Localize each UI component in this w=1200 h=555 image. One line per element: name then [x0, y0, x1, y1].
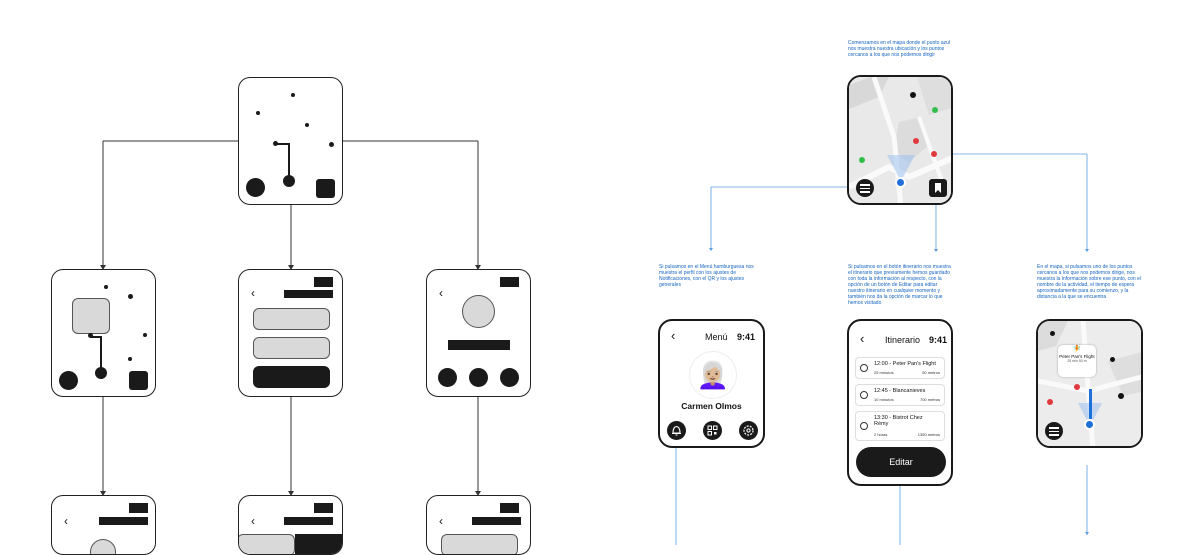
watch-map-main	[847, 75, 953, 205]
user-name: Carmen Olmos	[681, 401, 742, 411]
itinerary-item[interactable]: 12:45 - Blancanieves 10 minutos 700 metr…	[855, 384, 945, 406]
bookmark-square-icon[interactable]	[316, 179, 335, 198]
edit-button[interactable]: Editar	[856, 447, 946, 477]
notifications-bell-icon[interactable]	[667, 421, 686, 440]
back-chevron-icon[interactable]: ‹	[671, 328, 676, 343]
visited-radio[interactable]	[860, 422, 868, 430]
menu-circle-icon[interactable]	[246, 178, 265, 197]
settings-gear-icon[interactable]	[739, 421, 758, 440]
note-map: En el mapa, si pulsamos uno de los punto…	[1037, 264, 1141, 300]
visited-radio[interactable]	[860, 391, 868, 399]
back-chevron-icon[interactable]: ‹	[251, 286, 255, 300]
clock-time: 9:41	[929, 335, 948, 345]
wireframe-itinerary: ‹	[238, 269, 343, 397]
note-itinerary: Si pulsamos en el botón itinerario nos m…	[848, 264, 951, 306]
poi-red[interactable]	[931, 151, 937, 157]
wireframe-profile: ‹	[426, 269, 531, 397]
map-view[interactable]: 🧚 Peter Pan's Flight 25 min 50 m	[1038, 321, 1141, 446]
visited-radio[interactable]	[860, 364, 868, 372]
watch-menu: ‹ Menú 9:41 👩🏼‍🦳 Carmen Olmos	[658, 319, 765, 448]
note-start: Comenzamos en el mapa donde el punto azu…	[848, 40, 951, 58]
watch-itinerary: ‹ Itinerario 9:41 12:00 - Peter Pan's Fl…	[847, 319, 953, 486]
qr-code-icon[interactable]	[703, 421, 722, 440]
itinerary-item[interactable]: 12:00 - Peter Pan's Flight 25 minutos 50…	[855, 357, 945, 379]
back-chevron-icon[interactable]: ‹	[860, 331, 865, 346]
wireframe-map-popup	[51, 269, 156, 397]
poi-image-icon: 🧚	[1072, 346, 1082, 353]
poi-red[interactable]	[913, 138, 919, 144]
wireframe-map-main	[238, 77, 343, 205]
poi-popup[interactable]: 🧚 Peter Pan's Flight 25 min 50 m	[1058, 345, 1096, 377]
avatar[interactable]: 👩🏼‍🦳	[690, 352, 736, 398]
hamburger-menu-icon[interactable]	[856, 179, 874, 197]
map-view[interactable]	[849, 77, 951, 203]
poi-red[interactable]	[1047, 399, 1053, 405]
user-location-dot	[1084, 419, 1095, 430]
hamburger-menu-icon[interactable]	[1045, 422, 1063, 440]
itinerary-item[interactable]: 13:30 - Bistrot Chez Rémy 2 horas 1350 m…	[855, 411, 945, 441]
itinerary-bookmark-icon[interactable]	[929, 179, 947, 197]
back-chevron-icon[interactable]: ‹	[439, 286, 443, 300]
clock-time: 9:41	[737, 332, 756, 342]
poi-green[interactable]	[859, 157, 865, 163]
poi-red-selected[interactable]	[1074, 384, 1080, 390]
screen-title: Itinerario	[885, 335, 921, 345]
note-menu: Si pulsamos en el Menú hamburguesa nos m…	[659, 264, 754, 288]
route-line	[1089, 389, 1092, 419]
wireframe-bottom-right: ‹	[426, 495, 531, 555]
wireframe-bottom-middle: ‹	[238, 495, 343, 555]
watch-map-popup: 🧚 Peter Pan's Flight 25 min 50 m	[1036, 319, 1143, 448]
poi-green[interactable]	[932, 107, 938, 113]
wireframe-bottom-left: ‹	[51, 495, 156, 555]
user-location-dot	[895, 177, 906, 188]
screen-title: Menú	[705, 332, 728, 342]
